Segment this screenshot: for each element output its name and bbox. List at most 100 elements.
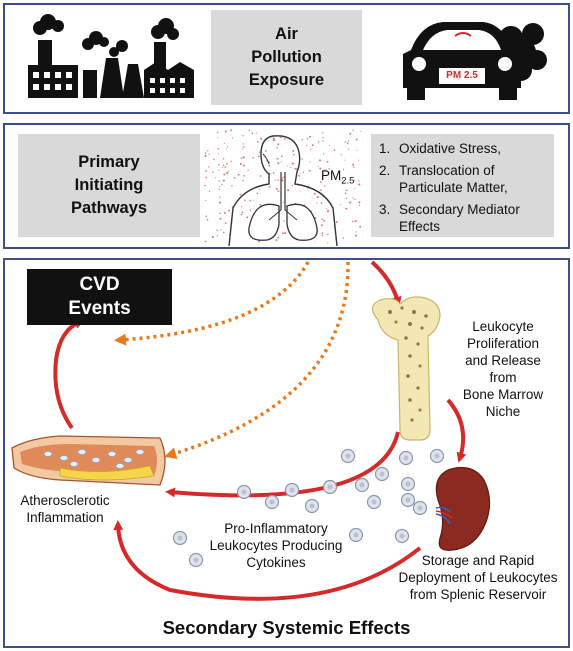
pm-particle: [205, 176, 208, 179]
pm-particle: [274, 139, 276, 141]
pm-particle: [316, 202, 318, 204]
pm-particle: [319, 167, 322, 170]
pm-particle: [311, 197, 313, 199]
pm-particle: [219, 212, 221, 215]
pm-particle: [258, 240, 261, 243]
cvd-events-line: Events: [68, 298, 131, 319]
pm-particle: [268, 185, 271, 188]
red-arrow-to-bone: [370, 260, 402, 307]
pm-particle: [286, 165, 288, 167]
pm-particle: [347, 148, 350, 150]
pm-particle: [228, 209, 231, 212]
pm-particle: [215, 177, 217, 179]
pm-particle: [276, 147, 278, 149]
pm-particle: [345, 197, 348, 200]
pm-particle: [206, 219, 208, 221]
pm-particle: [224, 130, 227, 133]
pm-particle: [357, 159, 360, 161]
red-arrow-bone-to-spleen: [446, 398, 467, 463]
pm-particle: [344, 159, 346, 161]
pm-particle: [316, 196, 319, 199]
pathway-text: Effects: [399, 219, 441, 234]
label-line: and Release: [465, 353, 541, 368]
pm-particle: [326, 210, 330, 213]
pm-particle: [352, 163, 355, 166]
pm-particle: [243, 146, 245, 148]
pm-particle: [218, 180, 221, 182]
pm-particle: [322, 136, 324, 139]
pm-particle: [349, 201, 352, 204]
pro-inflammatory-label: Pro-Inflammatory Leukocytes Producing Cy…: [196, 520, 356, 571]
pm-particle: [317, 165, 319, 168]
pm-particle: [217, 137, 219, 139]
label-line: Leukocyte: [472, 319, 534, 334]
cvd-events-box: CVD Events: [27, 269, 172, 325]
pm-particle: [326, 160, 329, 163]
lungs-pm-illustration: PM2.5: [203, 128, 363, 246]
secondary-effects-title: Secondary Systemic Effects: [162, 617, 411, 638]
pm-particle: [205, 215, 208, 217]
pm-particle: [319, 181, 322, 183]
pm-particle: [323, 219, 326, 222]
pm-particle: [242, 135, 244, 137]
pm-particle: [355, 231, 357, 233]
label-line: Niche: [485, 404, 521, 419]
pm-particle: [268, 164, 271, 167]
pm-particle: [216, 229, 219, 232]
pm-particle: [294, 202, 297, 204]
pm-particle: [252, 199, 254, 201]
pm-particle: [204, 184, 206, 187]
pm-particle: [280, 155, 283, 158]
pm-particle: [275, 187, 278, 190]
pm-particle: [293, 162, 295, 164]
pm-particle: [242, 156, 245, 159]
pm-particle: [218, 164, 220, 166]
pathway-text: Translocation of: [399, 163, 495, 178]
pm-particle: [243, 174, 245, 177]
pm-particle: [230, 160, 232, 163]
pm25-label: PM2.5: [321, 168, 354, 187]
pm-particle: [241, 211, 244, 214]
pm-particle: [219, 196, 221, 198]
pm-particle: [227, 170, 229, 172]
pm-particle: [299, 173, 301, 175]
pm-particle: [344, 192, 347, 195]
primary-pathways-title-line: Initiating: [74, 176, 144, 194]
pm-particle: [244, 200, 246, 202]
pm-particle: [257, 140, 259, 143]
pathway-number: 1.: [379, 141, 391, 156]
air-pollution-title-line: Air: [275, 25, 298, 43]
pm-particle: [240, 213, 242, 216]
spleen-illustration: [435, 467, 491, 551]
pm-particle: [226, 163, 228, 165]
pm-particle: [222, 179, 225, 182]
pm-particle: [275, 239, 278, 242]
pm-particle: [309, 161, 311, 163]
pm-particle: [280, 161, 282, 163]
pm-particle: [204, 154, 207, 157]
pm-particle: [256, 132, 258, 134]
pm-particle: [322, 140, 324, 142]
pm-particle: [346, 142, 349, 145]
pm-particle: [242, 164, 245, 167]
pathway-item: 3. Secondary Mediator Effects: [379, 201, 550, 235]
pm-particle: [258, 151, 261, 153]
pm-particle: [324, 169, 327, 171]
pathway-number: 2.: [379, 163, 391, 178]
pm-particle: [306, 144, 308, 147]
pm-particle: [321, 132, 324, 134]
pm-particle: [220, 228, 222, 231]
pm-particle: [355, 138, 358, 141]
pm-particle: [354, 179, 356, 182]
pm-particle: [223, 211, 226, 215]
label-line: Deployment of Leukocytes: [398, 570, 558, 585]
pm-particle: [352, 129, 354, 131]
pm-particle: [221, 183, 223, 186]
pm-particle: [277, 236, 280, 239]
pm-particle: [326, 233, 329, 236]
pm-particle: [208, 190, 211, 192]
pm-particle: [223, 173, 226, 176]
pm-particle: [335, 221, 338, 224]
pm-particle: [291, 162, 294, 165]
pm-particle: [281, 177, 284, 179]
